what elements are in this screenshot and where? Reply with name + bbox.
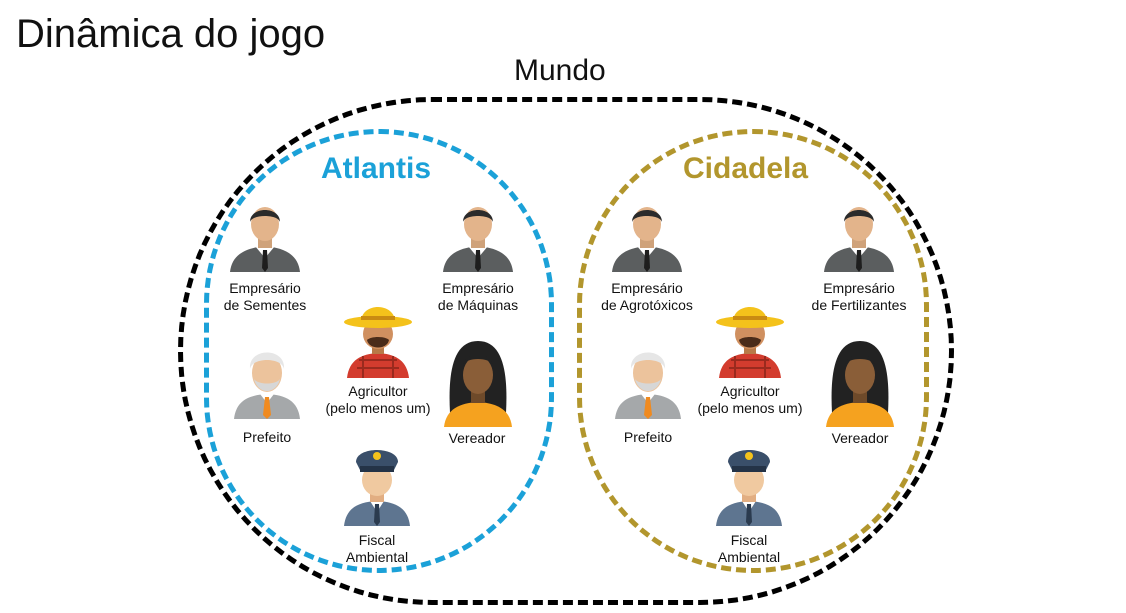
role-label: Agricultor(pelo menos um) xyxy=(697,383,803,416)
role-prefeito xyxy=(611,339,685,419)
role-label: Vereador xyxy=(831,430,889,446)
mayor-icon xyxy=(234,352,300,419)
role-fiscal-ambiental xyxy=(712,442,786,526)
role-empresario-fertilizantes xyxy=(822,198,896,278)
role-label: Prefeito xyxy=(242,429,292,445)
councilwoman-icon xyxy=(826,341,894,427)
role-empresario-sementes xyxy=(228,198,302,278)
businessman-icon xyxy=(443,207,513,272)
councilwoman-icon xyxy=(444,341,512,427)
businessman-icon xyxy=(230,207,300,272)
mayor-icon xyxy=(615,352,681,419)
role-label: Vereador xyxy=(448,430,506,446)
farmer-icon xyxy=(715,306,785,378)
businessman-icon xyxy=(824,207,894,272)
world-boundary xyxy=(178,97,954,605)
role-empresario-maquinas xyxy=(441,198,515,278)
role-vereador xyxy=(440,335,516,427)
police-officer-icon xyxy=(716,450,782,526)
region-title-cidadela: Cidadela xyxy=(683,152,809,185)
role-prefeito xyxy=(230,339,304,419)
role-vereador xyxy=(822,335,898,427)
cidadela-boundary xyxy=(577,129,929,573)
role-agricultor xyxy=(713,298,787,378)
farmer-icon xyxy=(343,306,413,378)
page-title: Dinâmica do jogo xyxy=(16,12,326,56)
police-officer-icon xyxy=(344,450,410,526)
role-empresario-agrotoxicos xyxy=(610,198,684,278)
world-label: Mundo xyxy=(514,54,606,87)
businessman-icon xyxy=(612,207,682,272)
region-title-atlantis: Atlantis xyxy=(321,152,432,185)
role-label: Prefeito xyxy=(623,429,673,445)
role-fiscal-ambiental xyxy=(340,442,414,526)
atlantis-boundary xyxy=(204,129,554,573)
role-agricultor xyxy=(341,298,415,378)
role-label: Agricultor(pelo menos um) xyxy=(325,383,431,416)
